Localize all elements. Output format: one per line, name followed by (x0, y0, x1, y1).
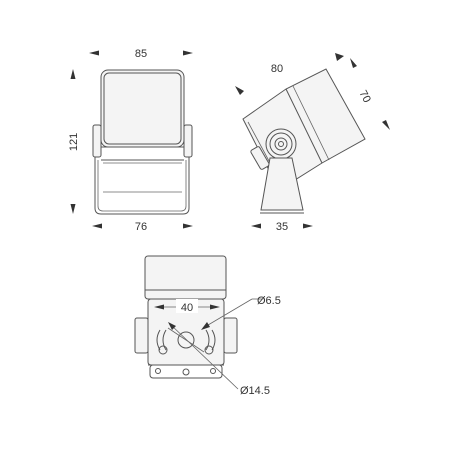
front-view: 85 121 76 (68, 48, 193, 233)
front-left-lug (92, 124, 102, 158)
small-hole-label: Ø6.5 (257, 295, 281, 307)
bottom-mount-holes (156, 327, 216, 355)
side-depth-label: 80 (271, 63, 283, 75)
large-hole-label: Ø14.5 (240, 385, 270, 397)
side-view: 80 70 35 (235, 53, 390, 233)
front-width-dimension: 85 (89, 48, 193, 60)
side-screw (250, 146, 270, 170)
small-hole-callout: Ø6.5 (201, 295, 281, 330)
large-hole-callout: Ø14.5 (168, 322, 270, 397)
side-adjustment-knob (265, 128, 297, 160)
side-depth-dimension: 80 (235, 53, 344, 95)
side-height-label: 70 (356, 88, 372, 104)
front-width-label: 85 (135, 48, 147, 60)
side-head-outline (242, 68, 366, 191)
front-height-dimension: 121 (68, 69, 80, 214)
front-lens-outline (103, 72, 182, 145)
center-hole (177, 331, 195, 349)
front-base-label: 76 (135, 221, 147, 233)
bottom-head-outline (144, 255, 227, 300)
bottom-spacing-dimension: 40 (154, 299, 220, 314)
front-head-outline (100, 69, 185, 148)
bottom-spacing-label: 40 (181, 302, 193, 314)
side-height-dimension: 70 (350, 58, 390, 130)
side-base-dimension: 35 (251, 221, 313, 233)
bottom-right-lug (223, 317, 238, 354)
front-height-label: 121 (68, 133, 80, 151)
front-bracket (94, 157, 190, 215)
side-base-label: 35 (276, 221, 288, 233)
bottom-view: 40 Ø6.5 Ø14.5 (134, 255, 281, 397)
side-stand (260, 157, 304, 211)
right-slot (205, 329, 210, 351)
front-base-dimension: 76 (92, 221, 193, 233)
front-right-lug (183, 124, 193, 158)
bottom-left-lug (134, 317, 149, 354)
